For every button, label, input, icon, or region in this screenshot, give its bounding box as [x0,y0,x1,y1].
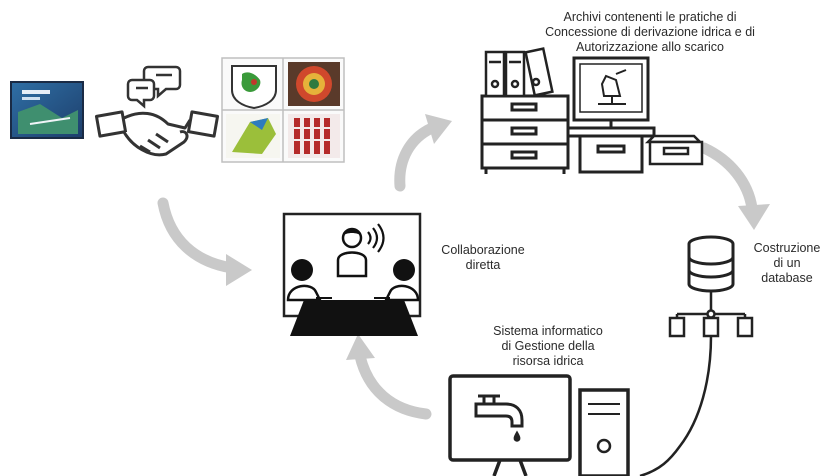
emblem-seal-colorful [288,62,340,106]
microscope-computer-icon [566,56,656,174]
handshake-icon [94,110,220,157]
archives-label-line-1: Archivi contenenti le pratiche di [563,10,737,24]
database-label: Costruzione di un database [742,241,829,286]
cycle-arrows [157,114,770,420]
right-participant [383,259,420,302]
database-label-line-1: Costruzione [753,241,821,255]
emblem-red-pattern [288,114,340,158]
faucet-icon [474,394,524,442]
system-label-line-3: risorsa idrica [512,354,584,368]
emblem-shield-green [231,65,277,110]
system-label: Sistema informatico di Gestione della ri… [468,324,628,369]
collaboration-label-line-2: diretta [465,258,501,272]
filing-cabinet-icon [480,94,570,174]
left-participant [286,259,323,302]
arrow-system-to-meeting [346,334,432,420]
sound-waves-icon [367,223,385,253]
emblem-grid [221,57,345,163]
logo-thumbnail [10,81,84,139]
collaboration-label: Collaborazione diretta [428,243,538,273]
arrow-archive-to-database [698,142,770,230]
system-label-line-1: Sistema informatico [493,324,603,338]
archives-label-line-3: Autorizzazione allo scarico [576,40,724,54]
collaboration-label-line-1: Collaborazione [441,243,525,257]
archives-label-line-2: Concessione di derivazione idrica e di [545,25,755,39]
speaker-person [336,227,368,278]
network-icon [639,291,754,476]
binders-icon [484,47,554,98]
archives-label: Archivi contenenti le pratiche di Conces… [500,10,800,55]
chat-bubbles-icon [126,65,182,109]
database-label-line-2: di un [773,256,801,270]
inbox-tray-icon [644,134,704,166]
meeting-table [290,300,418,336]
arrow-meeting-to-archive [394,114,452,192]
database-icon [687,235,735,293]
computer-icon [448,374,630,476]
database-label-line-3: database [761,271,813,285]
arrow-handshake-to-meeting [157,197,252,286]
meeting-icon [282,212,422,336]
emblem-region-map [226,114,280,158]
system-label-line-2: di Gestione della [501,339,595,353]
